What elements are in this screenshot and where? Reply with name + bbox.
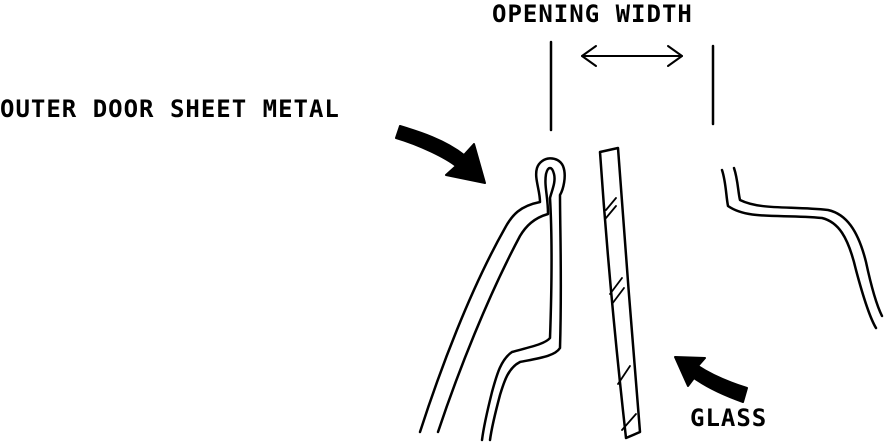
glass-arrow bbox=[674, 356, 748, 403]
inner-door-panel bbox=[720, 166, 884, 330]
outer-door-sheet-metal-label: OUTER DOOR SHEET METAL bbox=[0, 95, 340, 123]
opening-width-double-arrow bbox=[581, 45, 683, 67]
opening-width-label: OPENING WIDTH bbox=[492, 0, 693, 28]
window-glass-pane bbox=[598, 146, 642, 440]
outer-door-sheet-metal-arrow bbox=[395, 125, 486, 184]
outer-door-sheet-metal-panel bbox=[418, 157, 566, 442]
glass-label: GLASS bbox=[690, 404, 768, 432]
